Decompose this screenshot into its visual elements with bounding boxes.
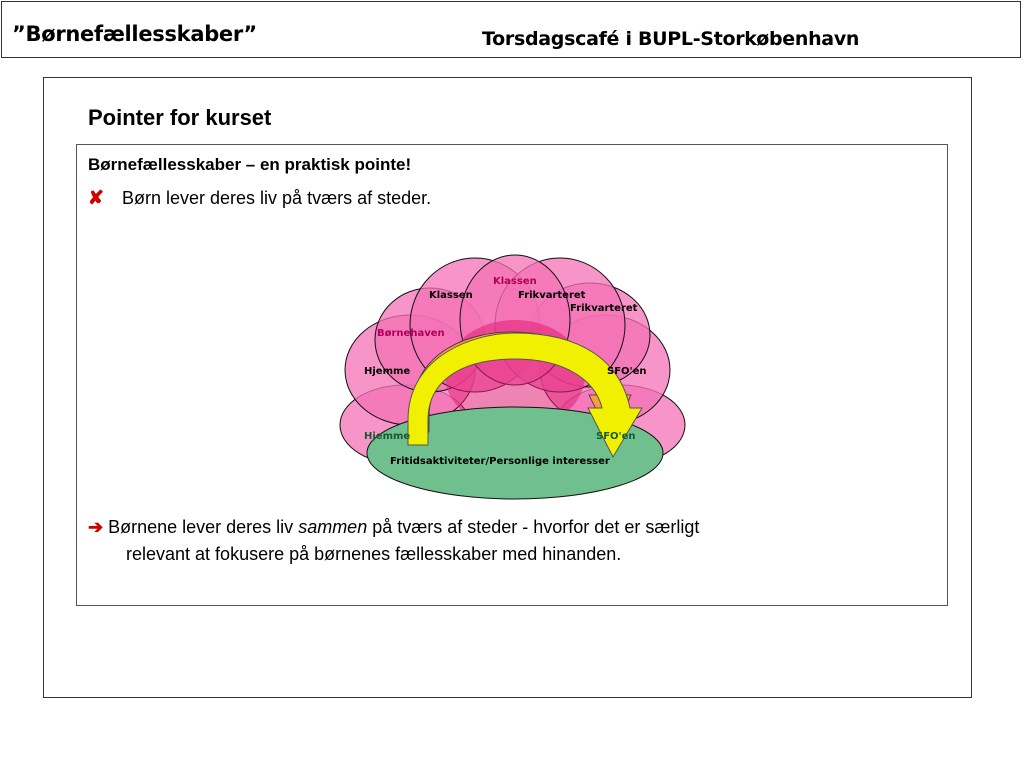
- bullet-2-emphasis: sammen: [298, 517, 368, 537]
- bullet-2-pre: Børnene lever deres liv: [103, 517, 299, 537]
- right-arrow-icon: ➔: [88, 517, 104, 537]
- label-sfoen-lower: SFO'en: [596, 431, 636, 442]
- slide-title: Pointer for kurset: [88, 105, 272, 130]
- label-klassen-top: Klassen: [493, 276, 537, 287]
- base-ellipse: [366, 406, 664, 500]
- x-mark-icon: ✘: [88, 188, 104, 209]
- label-hjemme-lower: Hjemme: [364, 431, 410, 442]
- base-label: Fritidsaktiviteter/Personlige interesser: [390, 456, 610, 467]
- bullet-point-1: ✘ Børn lever deres liv på tværs af steder…: [88, 187, 431, 210]
- flower-diagram: Klassen Klassen Frikvarteret Frikvartere…: [339, 254, 686, 500]
- arrow-icon: [407, 332, 643, 459]
- label-bornehaven: Børnehaven: [377, 328, 445, 339]
- subheading: Børnefællesskaber – en praktisk pointe!: [88, 155, 412, 174]
- presentation-title: ”Børnefællesskaber”: [12, 22, 257, 46]
- label-klassen: Klassen: [429, 290, 473, 301]
- bullet-1-text: Børn lever deres liv på tværs af steder.: [122, 188, 432, 208]
- label-sfoen: SFO'en: [607, 366, 647, 377]
- event-title: Torsdagscafé i BUPL-Storkøbenhavn: [482, 28, 860, 50]
- label-frikvarteret: Frikvarteret: [518, 290, 586, 301]
- header-bar: ”Børnefællesskaber” Torsdagscafé i BUPL-…: [1, 1, 1021, 58]
- bullet-2-post: på tværs af steder - hvorfor det er særl…: [367, 517, 700, 537]
- label-frikvarteret-right: Frikvarteret: [570, 303, 638, 314]
- bullet-2-line2: relevant at fokusere på børnenes fælless…: [126, 544, 622, 564]
- label-hjemme: Hjemme: [364, 366, 410, 377]
- bullet-point-2: ➔ Børnene lever deres liv sammen på tvær…: [88, 514, 928, 568]
